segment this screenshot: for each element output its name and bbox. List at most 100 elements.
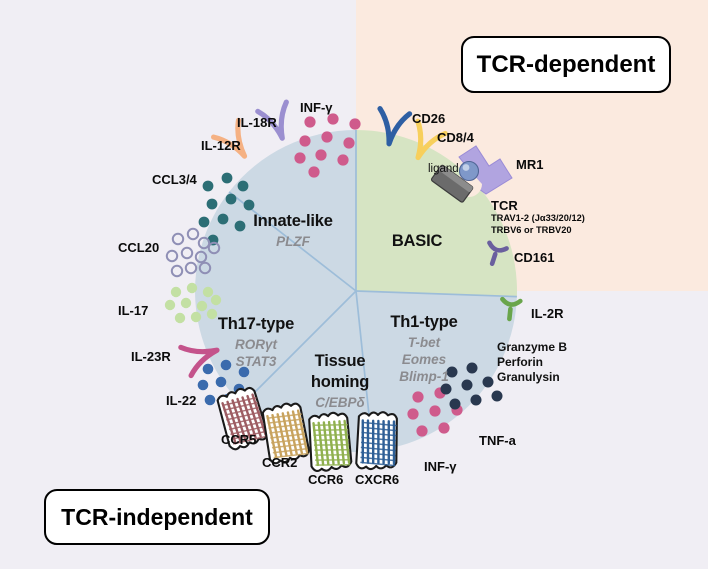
helix-stroke [371,419,375,465]
cytokine-dot [198,216,210,228]
receptor-il-18r [255,99,289,141]
helix-coil [273,452,309,459]
helix-coil [267,418,303,424]
sector-divider [355,290,517,298]
cytokine-dot [180,246,194,260]
dot-cloud-ccl20 [165,227,221,278]
sector-subtitle-th17: STAT3 [235,354,277,369]
cytokine-label-tnf-a: TNF-a [479,433,516,448]
receptor-label-il-2r: IL-2R [531,306,564,321]
receptor-label-cd26: CD26 [412,111,446,126]
chemokine-receptor-cxcr6 [355,411,398,471]
cytokine-dot [206,308,218,320]
cytokine-dot [186,282,198,294]
cytokine-dot [438,422,450,434]
ligand-sphere-gloss [462,164,470,171]
sector-title-tissue: homing [310,373,370,391]
tcr-stalk-highlight [438,165,473,192]
cytokine-dot [190,311,202,323]
cytokine-dot [196,300,208,312]
helix-stroke [296,409,309,453]
cytokine-dot [482,376,494,388]
receptor-glyph-cd26 [377,106,413,147]
dot-cloud-inf-bottom [407,387,463,437]
tag-tcr-independent-label: TCR-independent [61,503,253,530]
cytokine-dot [449,398,461,410]
helix-coil [228,421,264,431]
receptor-glyph-il-2r [500,296,523,322]
cytokine-dot [204,394,216,406]
dot-cloud-inf-top [294,113,361,178]
tcr-gene-line-1: TRAV1-2 (Jα33/20/12) [491,213,585,223]
cytokine-dot [491,390,503,402]
cytokine-label-il-22: IL-22 [166,393,197,408]
sector-divider [241,290,357,406]
tcr-label: TCR [491,198,518,213]
cytokine-dot [202,180,214,192]
tag-tcr-dependent-label: TCR-dependent [476,50,656,78]
sector-basic [356,130,517,297]
helix-stroke [246,394,262,438]
chemokine-label-ccr2: CCR2 [262,455,298,470]
chemokine-receptor-ccr6 [308,411,353,472]
ligand-sphere-icon [458,160,480,182]
sector-title-innate: Innate-like [253,212,333,230]
helix-coil [269,428,305,434]
helix-stroke [286,411,298,455]
cytokine-label-ccl20: CCL20 [118,240,160,255]
cytokine-dot [217,213,229,225]
helix-coil [268,423,304,429]
sector-subtitle-th1: Eomes [401,352,447,367]
helix-coil [272,447,308,454]
helix-coil [361,426,397,432]
sector-title-th17: Th17-type [217,315,295,333]
cytokine-dot [234,220,246,232]
sector-subtitle-th1: T-bet [407,335,441,350]
cytokine-label-ccl3-4: CCL3/4 [152,172,197,187]
cytokine-dot [171,232,185,246]
cytokine-label-inf-bottom: INF-γ [424,459,457,474]
mr1-tcr-complex [430,145,513,203]
sector-title-tissue: Tissue [314,352,366,370]
helix-coil [266,413,302,420]
helix-stroke [382,419,385,465]
cytokine-dot [184,261,198,275]
helix-coil [313,439,349,441]
sector-subtitle-innate: PLZF [276,234,310,249]
cytokine-dot [186,227,200,241]
receptor-cd26 [377,106,413,147]
chemokine-label-ccr5: CCR5 [221,432,257,447]
helix-coil [223,401,258,411]
cytokine-dot [206,198,218,210]
cytokine-dot [243,199,255,211]
effector-molecule-item: Granzyme B [497,340,568,354]
cytokine-dot [294,152,306,164]
receptor-label-il-23r: IL-23R [131,349,171,364]
helix-coil [312,429,349,431]
helix-coil [226,411,261,421]
cytokine-dot [416,425,428,437]
helix-coil [314,453,350,456]
cytokine-dot [194,250,208,264]
cytokine-label-inf-top: INF-γ [300,100,333,115]
helix-coil [271,442,307,449]
cytokine-dot [412,391,424,403]
cytokine-dot [461,379,473,391]
cytokine-dot [321,131,333,143]
helix-coil [360,461,396,467]
cytokine-dot [202,363,214,375]
dot-cloud-il-17 [164,282,222,324]
cytokine-dot [180,297,192,309]
receptor-glyphs [178,99,523,379]
cytokine-dot [349,118,361,130]
helix-stroke [291,410,303,454]
helix-stroke [333,420,340,465]
helix-coil [360,451,396,457]
cytokine-dot [170,264,184,278]
cytokine-dot [215,376,227,388]
receptor-label-cd161: CD161 [514,250,555,265]
helix-coil [315,463,351,466]
cytokine-dot [164,299,176,311]
helix-stroke [338,420,346,465]
